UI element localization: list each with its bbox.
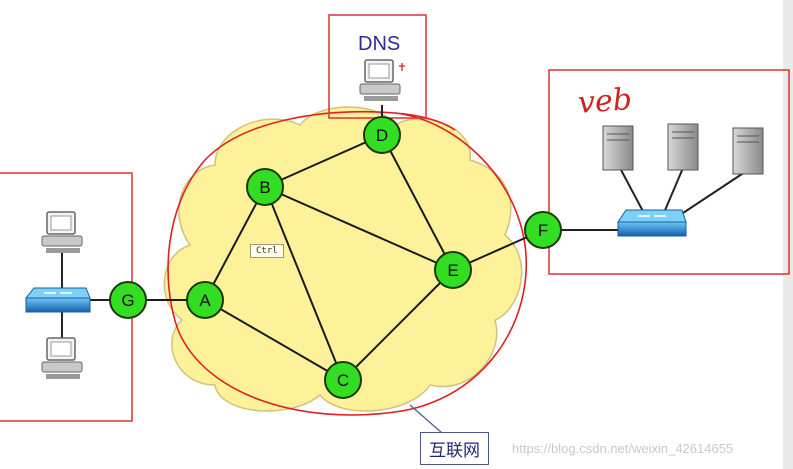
lan-computer-icon bbox=[41, 337, 83, 379]
router-node-label: D bbox=[376, 126, 388, 145]
device-links bbox=[61, 105, 749, 340]
handdrawn-circle bbox=[167, 111, 527, 416]
switch-icon bbox=[24, 287, 91, 313]
link-B-D bbox=[264, 134, 383, 188]
router-node-b: B bbox=[246, 168, 284, 206]
link-D-E bbox=[381, 134, 454, 271]
red-mark bbox=[399, 63, 405, 71]
slide-edge bbox=[783, 0, 793, 469]
router-node-label: A bbox=[199, 291, 211, 310]
router-node-label: G bbox=[121, 291, 134, 310]
server-icon bbox=[732, 127, 764, 175]
ctrl-tooltip: Ctrl bbox=[250, 244, 284, 258]
watermark: https://blog.csdn.net/weixin_42614655 bbox=[512, 441, 734, 456]
link-B-E bbox=[264, 186, 454, 271]
router-node-label: E bbox=[447, 261, 458, 280]
router-node-f: F bbox=[524, 211, 562, 249]
router-node-c: C bbox=[324, 361, 362, 399]
server-icon bbox=[602, 125, 634, 171]
router-node-d: D bbox=[363, 116, 401, 154]
lan-computer-icon bbox=[41, 211, 83, 253]
web-handwritten-label: veb bbox=[576, 82, 634, 121]
callout-line bbox=[409, 404, 443, 434]
dns-label: DNS bbox=[358, 33, 401, 55]
link-C-E bbox=[342, 269, 454, 381]
switch-icon bbox=[617, 209, 687, 237]
dns-computer-icon bbox=[359, 59, 401, 101]
router-nodes: A B C D E F G bbox=[109, 116, 562, 399]
server-icon bbox=[667, 123, 699, 171]
router-node-a: A bbox=[186, 281, 224, 319]
internet-label: 互联网 bbox=[420, 432, 489, 465]
router-node-g: G bbox=[109, 281, 147, 319]
link-B-C bbox=[264, 186, 344, 381]
router-node-label: F bbox=[538, 221, 548, 240]
router-node-label: C bbox=[337, 371, 349, 390]
link-A-C bbox=[204, 299, 344, 381]
router-node-label: B bbox=[259, 178, 270, 197]
link-A-B bbox=[204, 186, 266, 301]
router-node-e: E bbox=[434, 251, 472, 289]
web-frame bbox=[548, 69, 790, 275]
